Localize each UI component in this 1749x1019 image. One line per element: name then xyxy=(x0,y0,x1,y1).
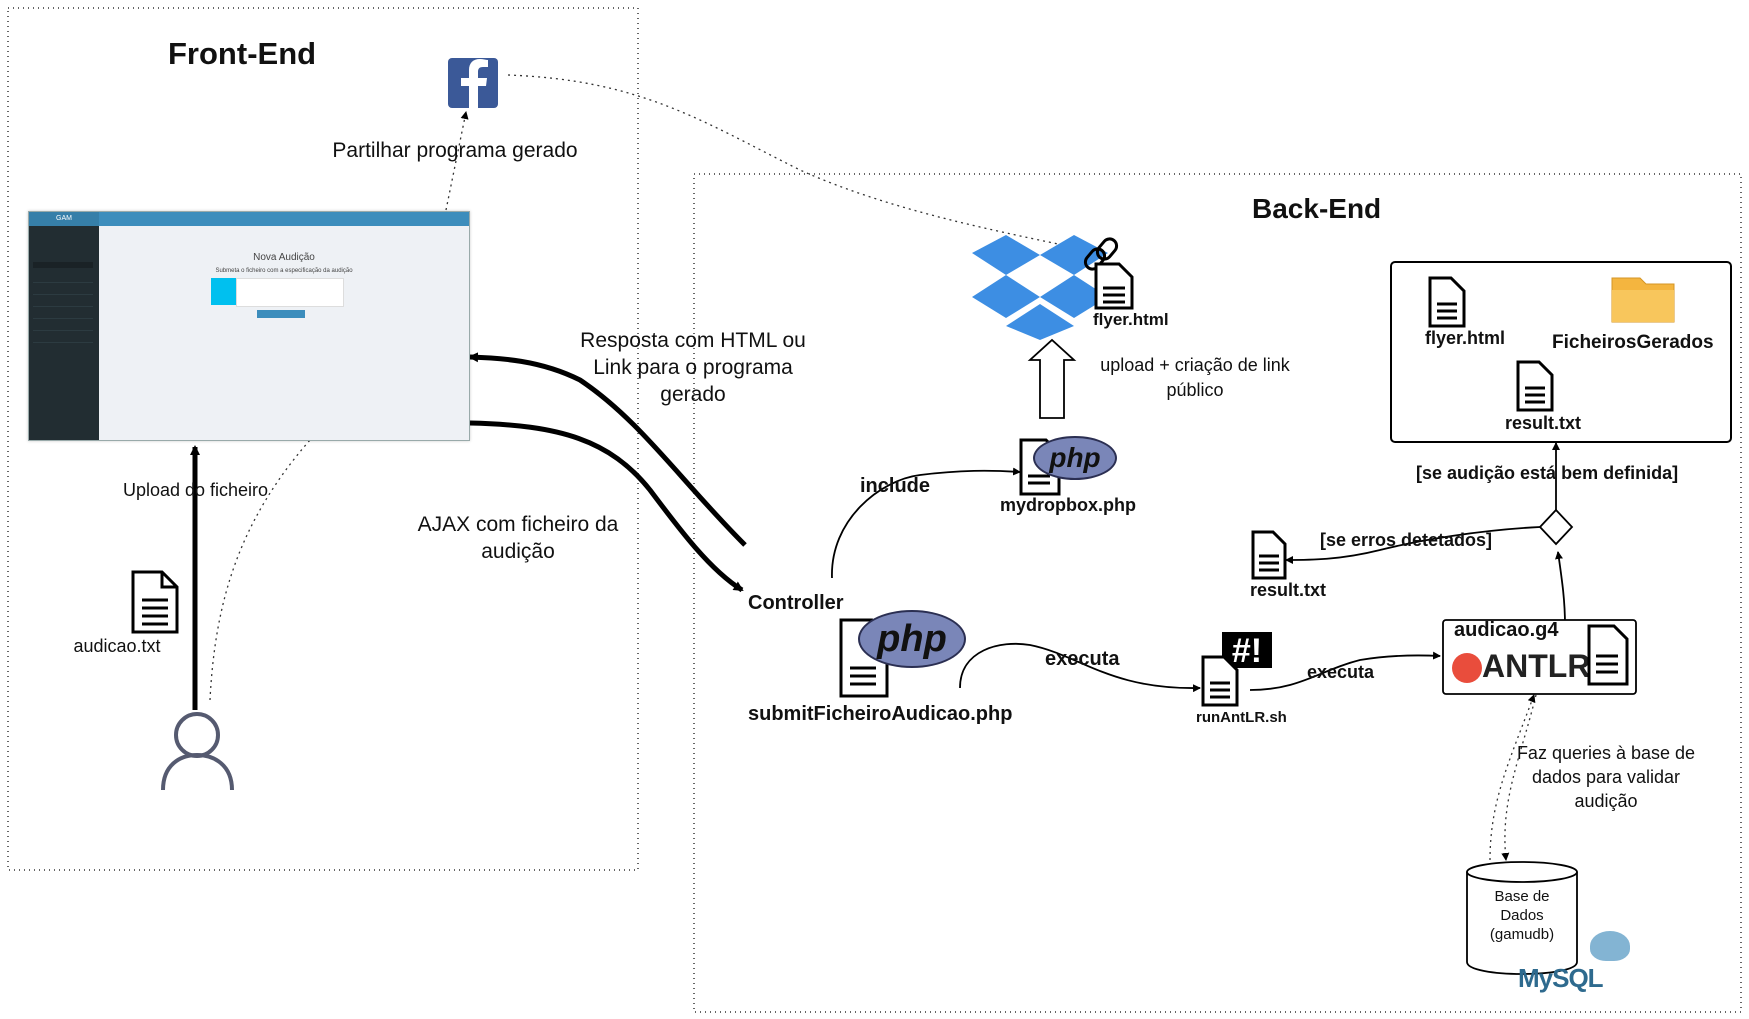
database-label: Base de Dados (gamudb) xyxy=(1489,888,1555,943)
screenshot-menu-item xyxy=(33,288,93,295)
frontend-title: Front-End xyxy=(168,36,317,71)
errors-label: [se erros detetados] xyxy=(1320,530,1493,550)
executa-arrow-1 xyxy=(959,642,1201,693)
svg-text:#!: #! xyxy=(1232,632,1262,670)
screenshot-topbar xyxy=(29,212,469,226)
dropbox-logo xyxy=(972,235,1108,340)
include-label: include xyxy=(860,475,931,497)
frontend-boundary xyxy=(7,7,639,871)
screenshot-menu-item xyxy=(33,324,93,331)
output-box xyxy=(1390,261,1732,443)
screenshot-menu-item xyxy=(33,262,93,268)
document-icon xyxy=(1251,530,1287,580)
document-icon xyxy=(1201,655,1239,707)
screenshot-file-field xyxy=(236,278,344,307)
output-flyer-label: flyer.html xyxy=(1425,328,1506,348)
run-script-label: runAntLR.sh xyxy=(1196,709,1287,726)
audicao-file-label: audicao.txt xyxy=(73,636,161,656)
document-icon xyxy=(131,570,179,634)
php-logo: php xyxy=(1033,436,1117,480)
document-icon xyxy=(1094,262,1134,310)
screenshot-menu-item xyxy=(33,276,93,283)
php-logo: php xyxy=(858,610,966,668)
dropbox-flyer-label: flyer.html xyxy=(1093,310,1169,329)
executa-arrow-2 xyxy=(1249,651,1441,691)
decision-diamond xyxy=(1538,508,1574,546)
user-icon xyxy=(161,712,234,791)
executa-label-2: executa xyxy=(1307,662,1375,682)
app-screenshot: GAM Nova Audição Submeta o ficheiro com … xyxy=(28,211,470,441)
screenshot-subheading: Submeta o ficheiro com a especificação d… xyxy=(215,268,353,274)
screenshot-upload-icon xyxy=(211,278,236,305)
ajax-arrow xyxy=(469,420,744,593)
backend-title: Back-End xyxy=(1252,193,1382,224)
mysql-logo: MySQL xyxy=(1518,963,1604,993)
controller-label: Controller xyxy=(748,592,844,614)
antlr-logo: ANTLR xyxy=(1482,648,1591,684)
document-icon xyxy=(1516,360,1554,412)
document-icon xyxy=(1587,624,1629,686)
decision-to-result xyxy=(1285,526,1541,564)
upload-link-arrow xyxy=(1027,338,1077,419)
antlr-logo-icon xyxy=(1452,653,1482,683)
facebook-logo xyxy=(448,58,498,108)
document-icon xyxy=(1428,276,1466,328)
mysql-dolphin-icon xyxy=(1590,931,1630,961)
output-result-label: result.txt xyxy=(1505,413,1582,433)
screenshot-menu-item xyxy=(33,336,93,343)
user-to-screen-link xyxy=(209,439,311,701)
executa-label-1: executa xyxy=(1045,648,1120,670)
queries-label: Faz queries à base de dados para validar… xyxy=(1516,743,1696,811)
screenshot-brand: GAM xyxy=(29,212,99,226)
antlr-to-decision xyxy=(1555,551,1566,626)
folder-icon xyxy=(1611,277,1675,323)
response-arrow xyxy=(468,352,747,547)
submit-file-label: submitFicheiroAudicao.php xyxy=(748,703,1013,725)
screenshot-submit-button xyxy=(257,310,305,318)
screenshot-sidebar xyxy=(29,212,99,440)
output-folder-label: FicheirosGerados xyxy=(1552,332,1714,353)
response-label: Resposta com HTML ou Link para o program… xyxy=(580,329,806,406)
mydropbox-label: mydropbox.php xyxy=(1000,495,1136,515)
grammar-file-label: audicao.g4 xyxy=(1454,619,1559,641)
database-cylinder xyxy=(1466,861,1578,975)
ok-label: [se audição está bem definida] xyxy=(1416,463,1679,483)
ajax-label: AJAX com ficheiro da audição xyxy=(417,513,619,563)
backend-boundary xyxy=(693,173,1742,1013)
screenshot-heading: Nova Audição xyxy=(253,252,315,263)
include-arrow xyxy=(831,467,1021,579)
error-result-label: result.txt xyxy=(1250,580,1327,600)
screenshot-menu-item xyxy=(33,300,93,307)
upload-label: Upload do ficheiro xyxy=(122,480,269,500)
share-label: Partilhar programa gerado xyxy=(332,139,578,162)
screenshot-menu-item xyxy=(33,312,93,319)
upload-link-label: upload + criação de link público xyxy=(1100,355,1290,400)
